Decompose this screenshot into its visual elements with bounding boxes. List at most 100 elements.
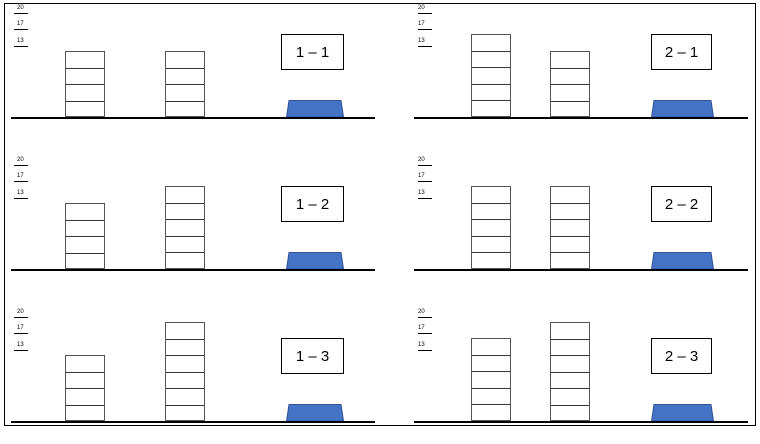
block-divider bbox=[472, 404, 510, 405]
block-stack-1 bbox=[471, 186, 511, 269]
tick-line bbox=[418, 333, 432, 334]
ground-line bbox=[414, 421, 748, 423]
block-divider bbox=[166, 84, 204, 85]
tick-label: 13 bbox=[418, 342, 425, 348]
block-divider bbox=[66, 220, 104, 221]
tick-line bbox=[14, 165, 28, 166]
block-divider bbox=[166, 405, 204, 406]
block-divider bbox=[472, 203, 510, 204]
tick-label: 20 bbox=[17, 309, 24, 315]
tick-line bbox=[14, 333, 28, 334]
block-divider bbox=[551, 388, 589, 389]
block-divider bbox=[166, 68, 204, 69]
block-stack-1 bbox=[65, 51, 105, 117]
tick-line bbox=[418, 165, 432, 166]
block-divider bbox=[66, 101, 104, 102]
block-divider bbox=[166, 219, 204, 220]
panel-5: 20 17 13 1 – 3 bbox=[6, 304, 396, 444]
tick-line bbox=[14, 46, 28, 47]
block-divider bbox=[551, 405, 589, 406]
tick-line bbox=[14, 13, 28, 14]
block-stack-2 bbox=[550, 322, 590, 421]
tick-line bbox=[14, 198, 28, 199]
block-divider bbox=[66, 405, 104, 406]
block-divider bbox=[472, 355, 510, 356]
block-divider bbox=[166, 203, 204, 204]
tick-label: 13 bbox=[418, 190, 425, 196]
tick-label: 17 bbox=[418, 21, 425, 27]
tick-line bbox=[418, 29, 432, 30]
tick-line bbox=[14, 181, 28, 182]
tick-line bbox=[418, 13, 432, 14]
block-divider bbox=[472, 84, 510, 85]
block-stack-2 bbox=[550, 51, 590, 117]
tick-label: 20 bbox=[17, 157, 24, 163]
block-divider bbox=[472, 67, 510, 68]
tick-line bbox=[14, 350, 28, 351]
block-divider bbox=[472, 388, 510, 389]
block-divider bbox=[166, 252, 204, 253]
panel-2: 20 17 13 2 – 1 bbox=[410, 0, 760, 140]
tick-label: 20 bbox=[418, 309, 425, 315]
block-divider bbox=[551, 252, 589, 253]
panel-label: 2 – 2 bbox=[651, 186, 712, 222]
block-divider bbox=[66, 372, 104, 373]
block-divider bbox=[551, 84, 589, 85]
tick-label: 20 bbox=[418, 157, 425, 163]
tick-label: 17 bbox=[17, 21, 24, 27]
tick-line bbox=[14, 317, 28, 318]
trapezoid-shape bbox=[286, 100, 344, 117]
panel-6: 20 17 13 2 – 3 bbox=[410, 304, 760, 444]
block-divider bbox=[472, 51, 510, 52]
block-divider bbox=[66, 388, 104, 389]
block-stack-2 bbox=[165, 51, 205, 117]
block-divider bbox=[551, 355, 589, 356]
block-divider bbox=[166, 388, 204, 389]
block-divider bbox=[166, 101, 204, 102]
block-stack-1 bbox=[65, 355, 105, 421]
trapezoid-shape bbox=[286, 252, 344, 269]
panel-4: 20 17 13 2 – 2 bbox=[410, 152, 760, 292]
block-stack-1 bbox=[471, 34, 511, 117]
block-divider bbox=[472, 100, 510, 101]
tick-line bbox=[14, 29, 28, 30]
tick-label: 13 bbox=[17, 190, 24, 196]
block-divider bbox=[166, 372, 204, 373]
block-divider bbox=[166, 236, 204, 237]
panel-label: 1 – 1 bbox=[281, 34, 344, 70]
tick-label: 17 bbox=[418, 325, 425, 331]
tick-label: 17 bbox=[418, 173, 425, 179]
block-divider bbox=[551, 203, 589, 204]
panel-label: 2 – 1 bbox=[651, 34, 712, 70]
panel-label: 1 – 3 bbox=[281, 338, 344, 374]
ground-line bbox=[414, 117, 748, 119]
tick-label: 13 bbox=[17, 342, 24, 348]
trapezoid-shape bbox=[286, 404, 344, 421]
tick-label: 17 bbox=[17, 325, 24, 331]
block-divider bbox=[472, 371, 510, 372]
block-divider bbox=[551, 101, 589, 102]
block-stack-1 bbox=[471, 338, 511, 421]
block-divider bbox=[551, 372, 589, 373]
block-divider bbox=[66, 253, 104, 254]
block-divider bbox=[472, 219, 510, 220]
tick-line bbox=[418, 198, 432, 199]
tick-line bbox=[418, 181, 432, 182]
trapezoid-shape bbox=[651, 404, 714, 421]
trapezoid-shape bbox=[651, 100, 714, 117]
tick-label: 20 bbox=[418, 5, 425, 11]
block-divider bbox=[551, 68, 589, 69]
panel-label: 2 – 3 bbox=[651, 338, 712, 374]
diagram-frame bbox=[4, 3, 756, 426]
trapezoid-shape bbox=[651, 252, 714, 269]
tick-line bbox=[418, 350, 432, 351]
block-divider bbox=[472, 252, 510, 253]
block-divider bbox=[551, 219, 589, 220]
tick-label: 13 bbox=[17, 38, 24, 44]
ground-line bbox=[11, 117, 375, 119]
tick-label: 13 bbox=[418, 38, 425, 44]
block-divider bbox=[551, 236, 589, 237]
block-divider bbox=[66, 84, 104, 85]
